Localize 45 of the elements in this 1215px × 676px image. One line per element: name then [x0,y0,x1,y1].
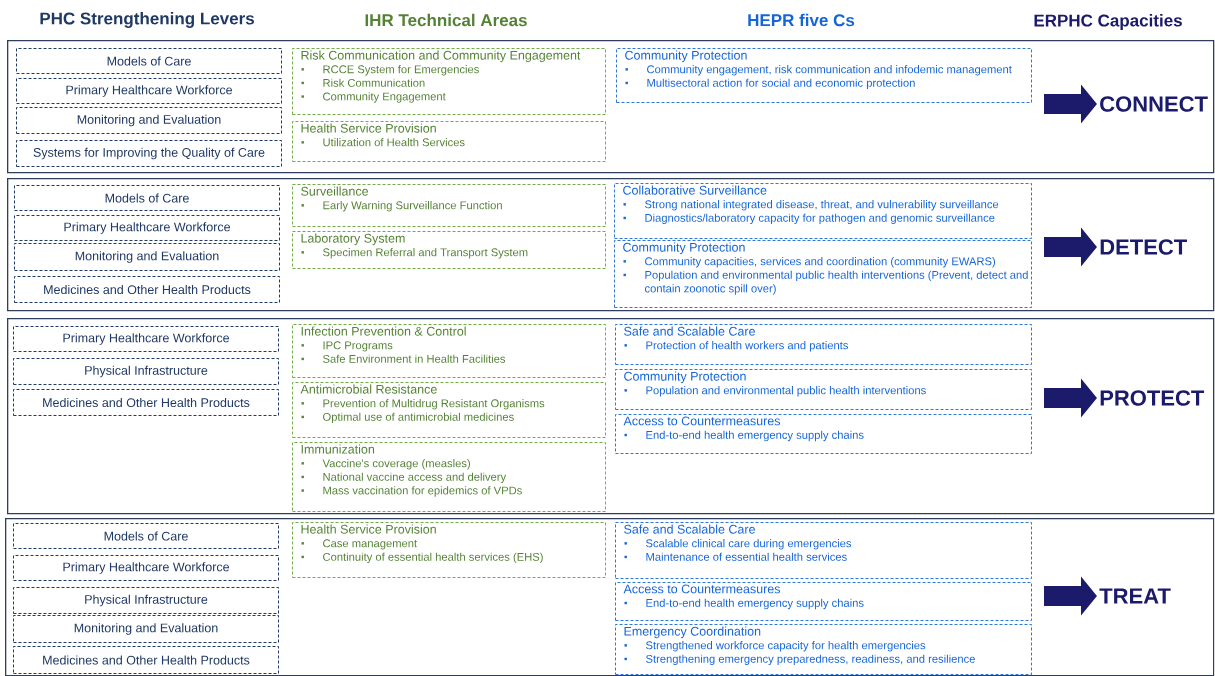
capability-box: Safe and Scalable Care Protection of health workers and patients [615,324,1032,365]
row-frame [7,178,1215,312]
lever-box: Medicines and Other Health Products [13,389,279,416]
column-heading: PHC Strengthening Levers [40,12,254,28]
lever-box: Physical Infrastructure [13,587,279,614]
lever-box: Monitoring and Evaluation [14,243,280,271]
capability-box: Safe and Scalable Care Scalable clinical care during emergencies Maintenance of essential health services [615,522,1032,579]
capacity-label: CONNECT [1100,96,1208,112]
lever-box: Primary Healthcare Workforce [14,215,280,241]
capability-box: Access to Countermeasures End-to-end health emergency supply chains [615,414,1032,454]
lever-box: Medicines and Other Health Products [14,276,280,303]
capability-box: Collaborative Surveillance Strong national integrated disease, threat, and vulnerability surveillance Diagnostics/laboratory capacity for pathogen and genomic surveillance [614,183,1032,239]
capability-box: Access to Countermeasures End-to-end health emergency supply chains [615,582,1032,621]
column-heading: IHR Technical Areas [365,13,527,27]
row-frame [7,40,1215,174]
lever-box: Monitoring and Evaluation [13,615,279,643]
lever-box: Models of Care [14,185,280,211]
capability-box: Community Protection Community engagement, risk communication and infodemic management Multisectoral action for social and economic protection [616,48,1032,103]
row-frame [7,318,1215,515]
lever-box: Primary Healthcare Workforce [16,78,282,104]
row-frame [5,518,1215,676]
technical-area-box: Antimicrobial Resistance Prevention of Multidrug Resistant Organisms Optimal use of antimicrobial medicines [292,382,606,438]
technical-area-box: Health Service Provision Utilization of Health Services [292,121,606,162]
technical-area-box: Health Service Provision Case management Continuity of essential health services (EHS) [292,522,606,578]
column-heading: ERPHC Capacities [1034,14,1182,30]
lever-box: Models of Care [16,48,282,74]
capability-box: Community Protection Community capacities, services and coordination (community EWARS) Population and environmental public health interventions (Prevent, detect and contain zoonotic spill over) [614,240,1032,308]
lever-box: Monitoring and Evaluation [16,107,282,134]
technical-area-box: Infection Prevention & Control IPC Programs Safe Environment in Health Facilities [292,324,606,378]
lever-box: Systems for Improving the Quality of Care [16,140,282,167]
capability-box: Community Protection Population and environmental public health interventions [615,369,1032,410]
lever-box: Physical Infrastructure [13,358,279,385]
lever-box: Medicines and Other Health Products [13,646,279,674]
capability-box: Emergency Coordination Strengthened workforce capacity for health emergencies Strengthening emergency preparedness, readiness, and resilience [615,624,1032,675]
capacity-label: TREAT [1099,588,1171,604]
lever-box: Primary Healthcare Workforce [13,555,279,581]
column-heading: HEPR five Cs [748,13,855,27]
technical-area-box: Laboratory System Specimen Referral and Transport System [292,231,606,269]
technical-area-box: Surveillance Early Warning Surveillance Function [292,184,606,227]
technical-area-box: Immunization Vaccine's coverage (measles) National vaccine access and delivery Mass vaccination for epidemics of VPDs [292,442,606,512]
lever-box: Models of Care [13,523,279,549]
technical-area-box: Risk Communication and Community Engagement RCCE System for Emergencies Risk Communication Community Engagement [292,48,606,115]
capacity-label: PROTECT [1100,390,1205,406]
lever-box: Primary Healthcare Workforce [13,326,279,352]
capacity-label: DETECT [1100,239,1187,255]
